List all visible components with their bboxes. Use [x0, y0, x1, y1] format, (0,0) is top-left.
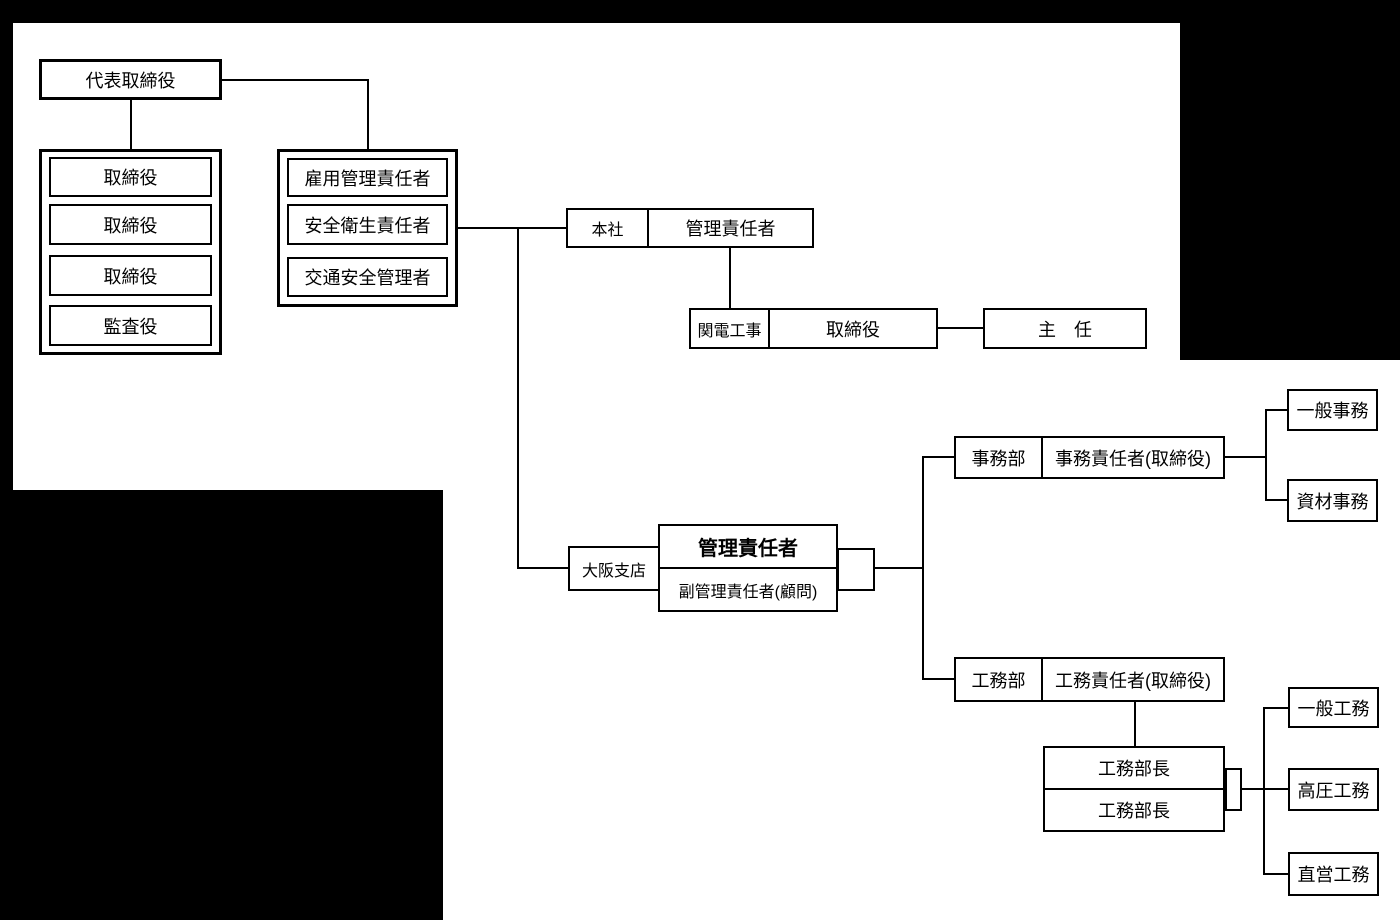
connector-line — [1225, 456, 1267, 458]
osaka-manager-label: 管理責任者 — [660, 526, 836, 569]
connector-line — [1241, 788, 1265, 790]
head-office-tag: 本社 — [568, 210, 649, 246]
connector-line — [367, 79, 369, 149]
engineering-dept-tag: 工務部 — [956, 659, 1043, 700]
connector-line — [922, 456, 954, 458]
connector-line — [222, 79, 369, 81]
connector-line — [1265, 409, 1267, 501]
engineering-manager-label: 工務部長 — [1045, 748, 1223, 790]
osaka-connector-bracket — [837, 548, 875, 591]
chief-box: 主 任 — [983, 308, 1147, 349]
connector-line — [517, 227, 519, 569]
admin-unit-general-box: 一般事務 — [1287, 389, 1378, 431]
engineering-connector-bracket — [1225, 768, 1242, 811]
connector-line — [130, 100, 132, 149]
admin-dept-head-label: 事務責任者(取締役) — [1055, 448, 1211, 469]
connector-line — [1265, 409, 1287, 411]
connector-line — [1265, 499, 1287, 501]
connector-line — [874, 567, 924, 569]
head-office-manager-label: 管理責任者 — [685, 219, 776, 239]
traffic-safety-manager-box: 交通安全管理者 — [287, 257, 448, 297]
connector-line — [1263, 707, 1265, 875]
engineering-unit-highvoltage-box: 高圧工務 — [1288, 768, 1379, 811]
engineering-manager-label: 工務部長 — [1098, 801, 1170, 821]
connector-line — [922, 678, 954, 680]
board-member-box: 監査役 — [49, 305, 212, 346]
safety-officers-container: 雇用管理責任者 安全衛生責任者 交通安全管理者 — [277, 149, 458, 307]
connector-line — [1263, 873, 1288, 875]
admin-dept-tag: 事務部 — [956, 438, 1043, 477]
board-member-box: 取締役 — [49, 157, 212, 197]
board-member-box: 取締役 — [49, 255, 212, 296]
osaka-deputy-manager-label: 副管理責任者(顧問) — [678, 583, 818, 601]
kanden-koji-box: 関電工事 取締役 — [689, 308, 938, 349]
admin-unit-materials-box: 資材事務 — [1287, 479, 1378, 522]
engineering-dept-box: 工務部 工務責任者(取締役) — [954, 657, 1225, 702]
engineering-unit-general-box: 一般工務 — [1288, 687, 1379, 728]
kanden-koji-role-label: 取締役 — [826, 319, 880, 340]
board-container: 取締役 取締役 取締役 監査役 — [39, 149, 222, 355]
kanden-koji-tag: 関電工事 — [691, 310, 770, 347]
employment-manager-box: 雇用管理責任者 — [287, 158, 448, 197]
engineering-managers-box: 工務部長 工務部長 — [1043, 746, 1225, 832]
head-office-box: 本社 管理責任者 — [566, 208, 814, 248]
connector-line — [517, 567, 568, 569]
connector-line — [729, 248, 731, 309]
connector-line — [922, 456, 924, 680]
osaka-branch-tag-box: 大阪支店 — [568, 546, 660, 591]
connector-line — [1134, 702, 1136, 746]
engineering-dept-head-label: 工務責任者(取締役) — [1055, 670, 1211, 691]
connector-line — [938, 327, 983, 329]
engineering-unit-direct-box: 直営工務 — [1288, 852, 1379, 896]
safety-health-manager-box: 安全衛生責任者 — [287, 204, 448, 245]
connector-line — [1263, 707, 1288, 709]
connector-line — [458, 227, 566, 229]
osaka-manager-box: 管理責任者 副管理責任者(顧問) — [658, 524, 838, 612]
canvas-sheet-bottom-right — [443, 360, 1400, 920]
board-member-box: 取締役 — [49, 204, 212, 245]
connector-line — [1263, 788, 1288, 790]
admin-dept-box: 事務部 事務責任者(取締役) — [954, 436, 1225, 479]
president-box: 代表取締役 — [39, 59, 222, 100]
